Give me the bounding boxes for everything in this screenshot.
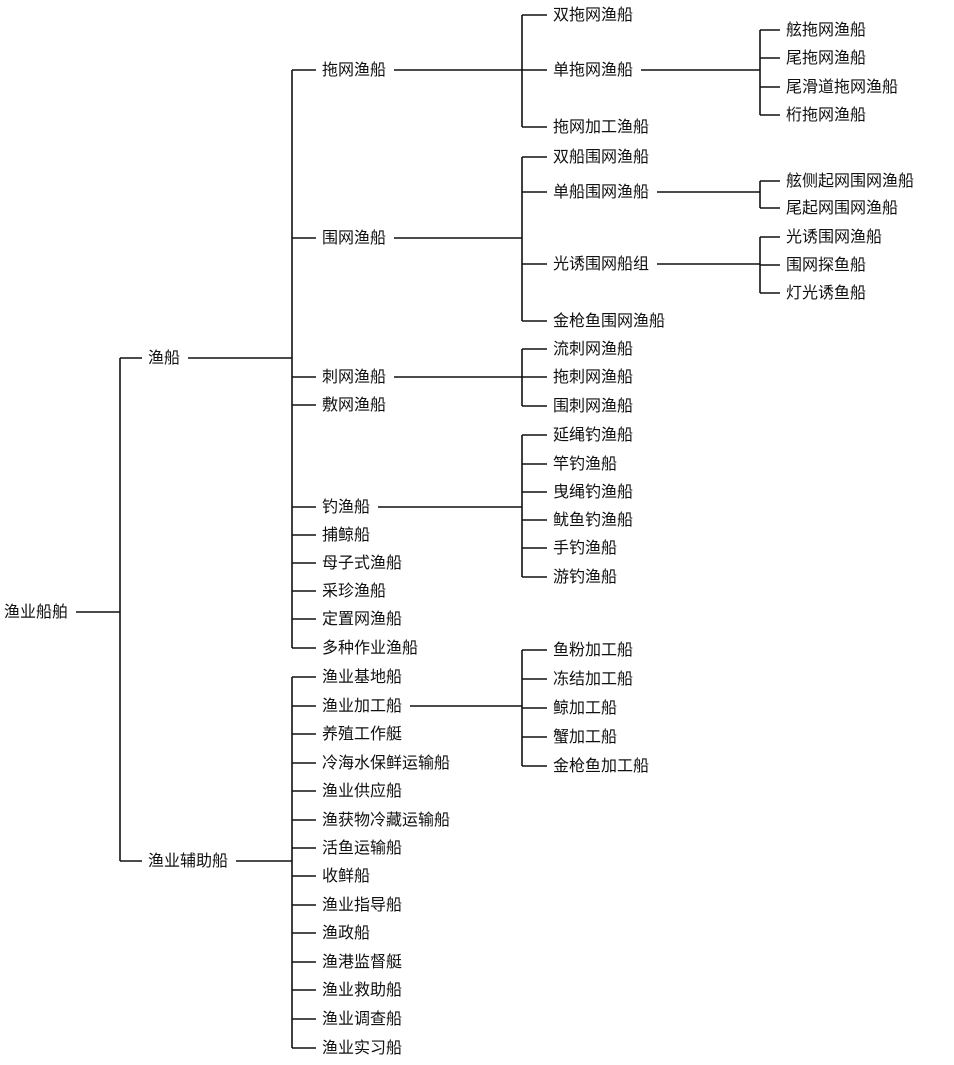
tree-node-level-2: 敷网渔船 (322, 395, 387, 414)
tree-node-level-3: 单拖网渔船 (553, 60, 634, 79)
tree-node-level-2: 渔业调查船 (322, 1009, 403, 1028)
tree-node-level-3: 鱿鱼钓渔船 (553, 510, 634, 529)
tree-node-level-3: 蟹加工船 (553, 727, 618, 746)
tree-node-level-3: 流刺网渔船 (553, 339, 634, 358)
tree-node-level-2: 渔业实习船 (322, 1038, 403, 1057)
tree-node-level-4: 舷拖网渔船 (786, 20, 867, 39)
tree-node-level-2: 渔港监督艇 (322, 952, 403, 971)
tree-node-level-2: 渔业基地船 (322, 667, 403, 686)
tree-node-level-4: 尾起网围网渔船 (786, 198, 899, 217)
tree-node-level-3: 光诱围网船组 (553, 254, 650, 273)
tree-node-level-0: 渔业船舶 (4, 602, 69, 621)
tree-node-level-3: 拖刺网渔船 (553, 367, 634, 386)
tree-node-level-3: 金枪鱼围网渔船 (553, 311, 666, 330)
tree-node-level-2: 渔业救助船 (322, 980, 403, 999)
tree-node-level-4: 舷侧起网围网渔船 (786, 171, 915, 190)
tree-node-level-2: 活鱼运输船 (322, 838, 403, 857)
tree-node-level-2: 冷海水保鲜运输船 (322, 753, 451, 772)
tree-node-level-2: 母子式渔船 (322, 553, 403, 572)
tree-node-level-2: 养殖工作艇 (322, 724, 403, 743)
tree-node-level-2: 多种作业渔船 (322, 638, 419, 657)
tree-node-level-2: 渔业加工船 (322, 696, 403, 715)
tree-node-level-3: 延绳钓渔船 (553, 425, 634, 444)
tree-node-level-3: 围刺网渔船 (553, 396, 634, 415)
tree-node-level-4: 围网探鱼船 (786, 255, 867, 274)
tree-node-level-2: 刺网渔船 (322, 367, 387, 386)
tree-node-level-3: 冻结加工船 (553, 669, 634, 688)
tree-node-level-3: 游钓渔船 (553, 567, 618, 586)
tree-node-level-2: 渔获物冷藏运输船 (322, 810, 451, 829)
tree-node-level-3: 手钓渔船 (553, 538, 618, 557)
tree-node-level-3: 双船围网渔船 (553, 147, 650, 166)
tree-node-level-3: 拖网加工渔船 (553, 117, 650, 136)
tree-node-level-2: 围网渔船 (322, 228, 387, 247)
tree-node-level-2: 渔业供应船 (322, 781, 403, 800)
tree-node-level-2: 钓渔船 (322, 497, 371, 516)
tree-node-level-3: 金枪鱼加工船 (553, 756, 650, 775)
tree-node-level-2: 定置网渔船 (322, 609, 403, 628)
tree-node-level-2: 拖网渔船 (322, 60, 387, 79)
tree-node-level-3: 曳绳钓渔船 (553, 482, 634, 501)
tree-node-level-2: 渔业指导船 (322, 895, 403, 914)
tree-node-level-4: 光诱围网渔船 (786, 227, 883, 246)
tree-node-level-3: 竿钓渔船 (553, 454, 618, 473)
tree-node-level-3: 鲸加工船 (553, 698, 618, 717)
tree-node-level-2: 渔政船 (322, 923, 371, 942)
tree-node-level-1: 渔业辅助船 (148, 851, 229, 870)
tree-node-level-2: 采珍渔船 (322, 581, 387, 600)
tree-node-level-2: 收鲜船 (322, 866, 371, 885)
tree-node-level-2: 捕鲸船 (322, 525, 371, 544)
tree-node-level-3: 双拖网渔船 (553, 5, 634, 24)
tree-node-level-1: 渔船 (148, 348, 181, 367)
tree-node-level-3: 单船围网渔船 (553, 182, 650, 201)
tree-node-level-4: 尾拖网渔船 (786, 48, 867, 67)
tree-node-level-3: 鱼粉加工船 (553, 640, 634, 659)
tree-node-level-4: 灯光诱鱼船 (786, 283, 867, 302)
tree-node-level-4: 桁拖网渔船 (786, 105, 867, 124)
tree-node-level-4: 尾滑道拖网渔船 (786, 77, 899, 96)
